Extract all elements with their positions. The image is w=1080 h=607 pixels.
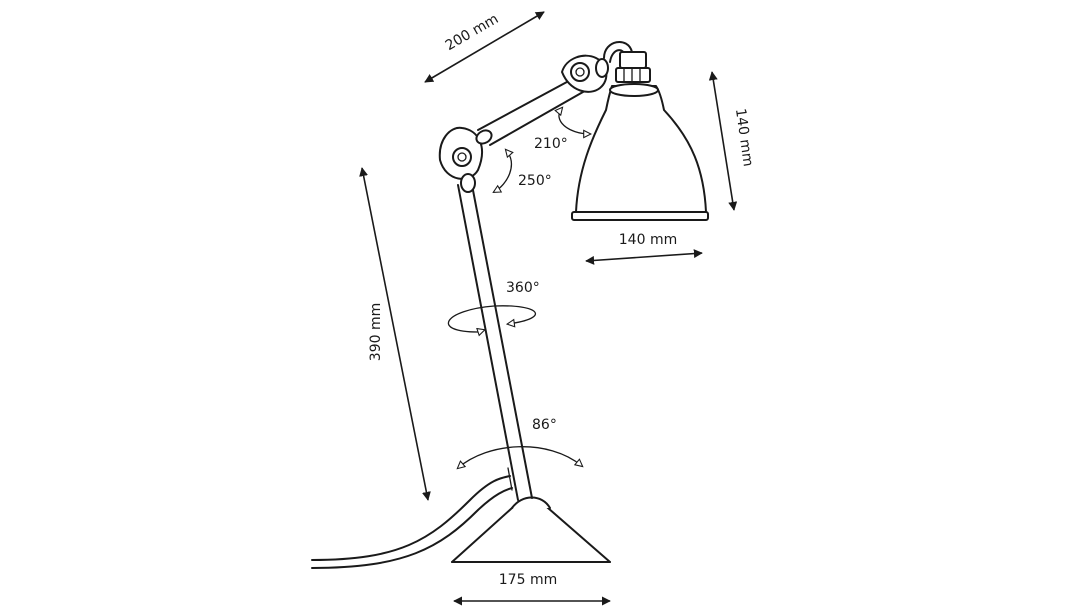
angle-shade-rotation: 210° — [534, 108, 590, 152]
angle-stem-swivel: 360° — [447, 280, 540, 332]
dimension-arm-lower: 390 mm — [359, 167, 431, 501]
label-shade-width: 140 mm — [619, 232, 677, 248]
power-cable — [311, 475, 513, 569]
lamp-shade — [571, 51, 709, 221]
upper-arm — [477, 75, 591, 146]
label-arm-upper: 200 mm — [443, 11, 502, 54]
label-arm-lower: 390 mm — [368, 303, 384, 361]
angle-elbow-rotation: 250° — [494, 150, 552, 192]
lamp-base — [451, 496, 611, 563]
lower-arm — [457, 184, 533, 501]
label-elbow-rotation: 250° — [518, 173, 552, 189]
elbow-joint — [438, 126, 493, 193]
dimension-base-width: 175 mm — [453, 572, 611, 606]
angle-base-tilt: 86° — [458, 417, 582, 468]
label-shade-rotation: 210° — [534, 136, 568, 152]
dimension-arm-upper: 200 mm — [424, 11, 545, 83]
label-stem-swivel: 360° — [506, 280, 540, 296]
label-base-tilt: 86° — [532, 417, 557, 433]
label-base-width: 175 mm — [499, 572, 557, 588]
dimension-shade-width: 140 mm — [585, 232, 703, 265]
head-joint — [561, 41, 633, 93]
label-shade-height: 140 mm — [732, 107, 756, 167]
dimension-shade-height: 140 mm — [708, 71, 756, 211]
